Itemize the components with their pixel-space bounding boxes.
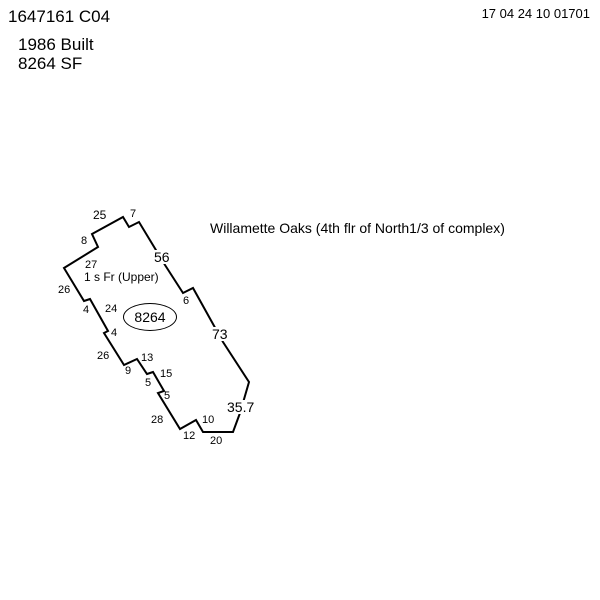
year-built: 1986 Built bbox=[18, 35, 94, 54]
dim-label: 26 bbox=[58, 284, 71, 296]
dim-label: 12 bbox=[183, 430, 196, 442]
dim-label: 5 bbox=[145, 377, 152, 389]
dim-label: 7 bbox=[130, 208, 137, 220]
timestamp: 17 04 24 10 01701 bbox=[481, 6, 590, 21]
square-footage: 8264 SF bbox=[18, 54, 83, 73]
dim-label: 20 bbox=[210, 435, 223, 447]
dim-label: 4 bbox=[83, 304, 90, 316]
area-label: 8264 bbox=[123, 303, 177, 331]
section-label: 1 s Fr (Upper) bbox=[84, 270, 159, 284]
dim-label: 10 bbox=[202, 414, 215, 426]
dim-label: 24 bbox=[105, 303, 118, 315]
property-note: Willamette Oaks (4th flr of North1/3 of … bbox=[210, 220, 505, 236]
dim-label: 15 bbox=[160, 368, 173, 380]
dim-label: 28 bbox=[151, 414, 164, 426]
dim-label: 73 bbox=[212, 326, 228, 342]
dim-label: 25 bbox=[93, 208, 107, 222]
dim-label: 6 bbox=[183, 295, 190, 307]
dim-label: 4 bbox=[111, 327, 118, 339]
dim-label: 13 bbox=[141, 352, 154, 364]
dim-label: 5 bbox=[164, 390, 171, 402]
dim-label: 9 bbox=[125, 365, 132, 377]
dim-label: 56 bbox=[154, 249, 170, 265]
dim-label: 8 bbox=[81, 235, 88, 247]
floor-plan-polygon bbox=[62, 215, 251, 433]
dim-label: 35.7 bbox=[227, 399, 255, 415]
dim-label: 27 bbox=[85, 259, 98, 271]
parcel-id: 1647161 C04 bbox=[8, 7, 111, 26]
dim-label: 26 bbox=[97, 350, 110, 362]
